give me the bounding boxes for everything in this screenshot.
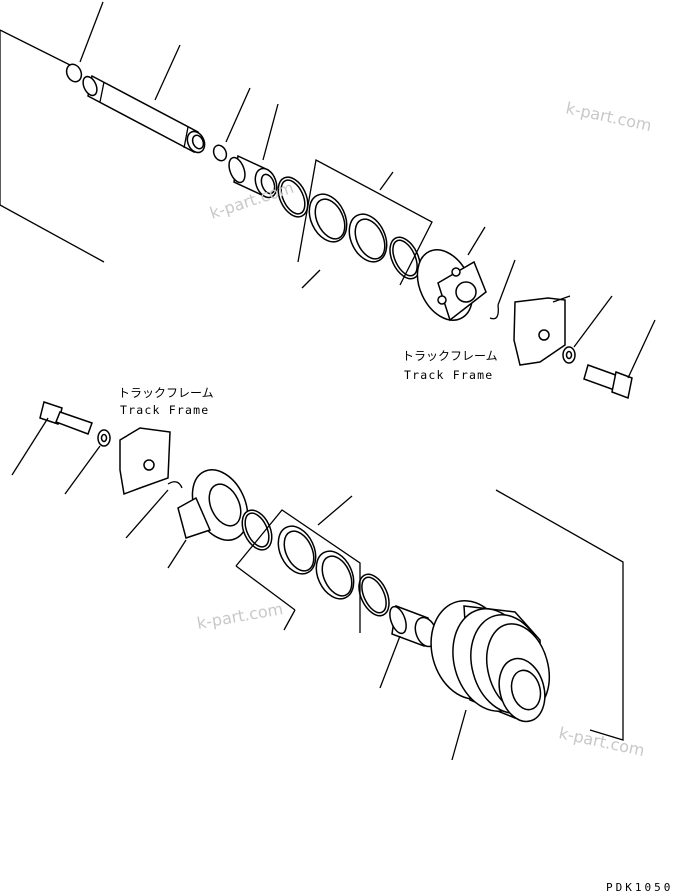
floating-seal-upper-a [308, 193, 348, 243]
plate-lower [119, 427, 171, 496]
seal-group-bracket-lower [235, 509, 361, 633]
bushing-upper [228, 103, 279, 199]
drawing-code: PDK1050 [606, 881, 673, 894]
floating-seal-upper-b [348, 213, 388, 263]
bushing-lower [379, 604, 438, 689]
seal-group-bracket-upper [297, 159, 433, 286]
frame-label-lower: トラックフレーム Track Frame [118, 386, 214, 417]
pin-lower [125, 481, 183, 539]
ring-upper-2 [389, 236, 421, 280]
watermark: k-part.com [557, 723, 646, 760]
washer-upper [562, 295, 613, 364]
upper-assembly [65, 1, 656, 400]
frame-label-upper-en: Track Frame [404, 368, 493, 382]
floating-seal-lower-b [315, 550, 355, 600]
bolt-lower [11, 401, 93, 476]
o-ring-upper-small [212, 87, 251, 162]
bolt-upper [583, 319, 656, 400]
collar-lower [167, 469, 249, 569]
frame-label-upper: トラックフレーム Track Frame [402, 349, 498, 382]
o-ring-upper-left [65, 1, 104, 83]
ring-lower-2 [358, 573, 390, 617]
watermark: k-part.com [564, 98, 653, 135]
frame-label-lower-en: Track Frame [120, 403, 209, 417]
shaft [82, 44, 206, 154]
ring-upper-1 [277, 176, 309, 218]
roller-wheel [430, 599, 550, 761]
pin-upper [489, 259, 516, 320]
ring-lower-1 [241, 509, 273, 551]
collar-upper [416, 226, 487, 322]
floating-seal-lower-a [277, 525, 317, 575]
frame-boundary-lines [0, 29, 624, 741]
watermark: k-part.com [195, 599, 284, 633]
frame-label-lower-jp: トラックフレーム [118, 386, 214, 400]
plate-upper [513, 295, 571, 366]
washer-lower [64, 429, 111, 495]
frame-label-upper-jp: トラックフレーム [402, 349, 498, 363]
lower-assembly [11, 401, 550, 761]
